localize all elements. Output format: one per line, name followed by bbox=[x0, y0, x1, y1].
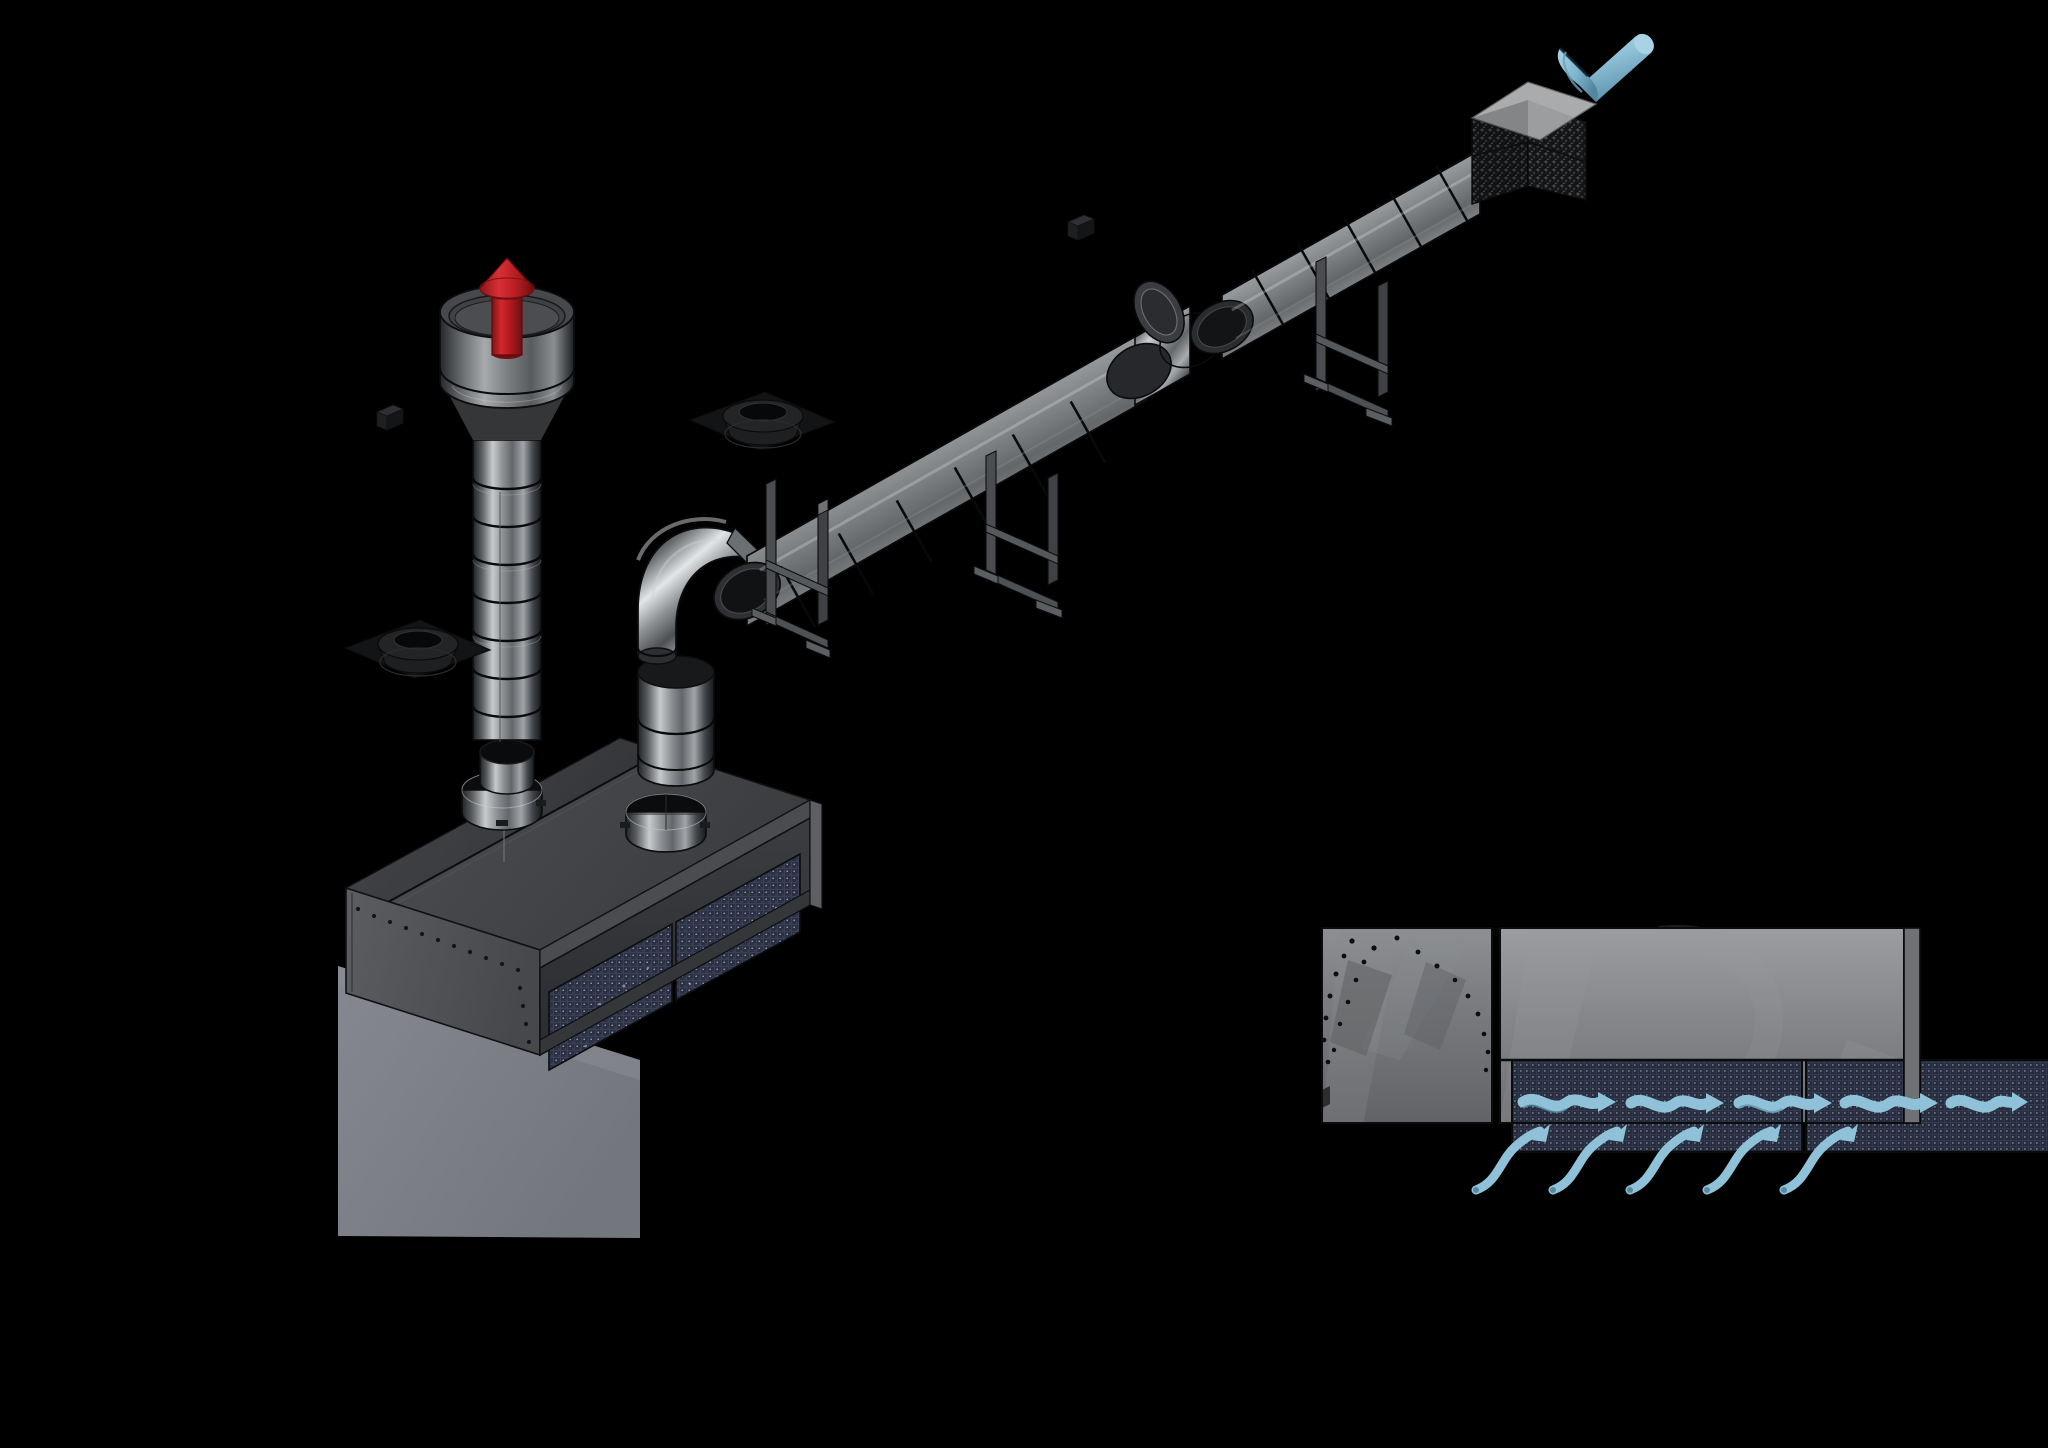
elbow-name: 90 Degree Duct Elbow bbox=[10, 147, 171, 164]
duct-segment-group-lower bbox=[713, 328, 1148, 629]
hanger-support-3 bbox=[1303, 256, 1393, 427]
main-duct-run[interactable] bbox=[704, 148, 1481, 631]
discharge-arrow-head bbox=[1557, 48, 1598, 102]
duct-run-name: Main Round Exhaust Duct Run bbox=[10, 167, 230, 184]
duct-elbow[interactable] bbox=[636, 517, 767, 665]
anchor-name: Structural Anchor Marker bbox=[10, 287, 188, 304]
stack-bottom-ring bbox=[479, 739, 535, 795]
roof-flashing-left bbox=[343, 619, 492, 679]
anchor-marker-1 bbox=[375, 404, 405, 431]
riser-collar-right[interactable] bbox=[620, 793, 710, 853]
hanger-support-2 bbox=[973, 450, 1063, 619]
filter-airflow-detail[interactable] bbox=[1321, 920, 2048, 1195]
flashing-name: Roof Flashing Curb bbox=[10, 227, 148, 244]
stack-name: Make-Up Air Stack bbox=[10, 107, 143, 124]
hanger-name: Threaded Rod Hanger Support bbox=[10, 207, 230, 224]
filtered-airflow-arrow-heads bbox=[1598, 1092, 2028, 1113]
fan-name: Exhaust Fan Housing bbox=[10, 247, 163, 264]
intake-airflow-arrow-heads bbox=[1532, 1124, 1858, 1142]
detail-inset-name: Filter Airflow Detail Section bbox=[10, 27, 200, 44]
filtered-airflow-arrows bbox=[1517, 1093, 2020, 1113]
red-cap[interactable] bbox=[479, 257, 535, 359]
red-cap-name: Red Vent Cap bbox=[10, 127, 110, 144]
access-door-name: Duct Access Inspection Door bbox=[10, 187, 215, 204]
hanger-support-1 bbox=[751, 478, 831, 659]
grease-droplets bbox=[1322, 935, 1491, 1073]
riser-under-elbow bbox=[636, 655, 716, 787]
hood-rivet-row bbox=[355, 906, 532, 1045]
hood-name: Exhaust Hood Plenum bbox=[10, 47, 169, 64]
scene-title: Commercial Kitchen Exhaust Hood Ventilat… bbox=[10, 7, 394, 24]
grease-capture-panel bbox=[1321, 927, 1493, 1124]
duct-segment-group-upper bbox=[1190, 148, 1481, 361]
filter-name: Grease Filter Bank bbox=[10, 67, 144, 84]
backsplash-name: Backsplash Wall Panel bbox=[10, 87, 172, 104]
anchor-marker-2 bbox=[1066, 214, 1096, 241]
access-door[interactable] bbox=[1124, 272, 1195, 351]
fan-access-plate[interactable] bbox=[1470, 81, 1598, 141]
makeup-air-stack[interactable] bbox=[439, 257, 575, 795]
stack-duct-barrel bbox=[471, 439, 543, 742]
roof-flashing-mid bbox=[688, 391, 837, 451]
arrow-name: Exhaust Discharge Airflow Arrow bbox=[10, 267, 242, 284]
intake-airflow-arrows bbox=[1471, 1126, 1853, 1195]
exhaust-fan[interactable] bbox=[1470, 81, 1598, 205]
discharge-arrow bbox=[1557, 33, 1654, 102]
